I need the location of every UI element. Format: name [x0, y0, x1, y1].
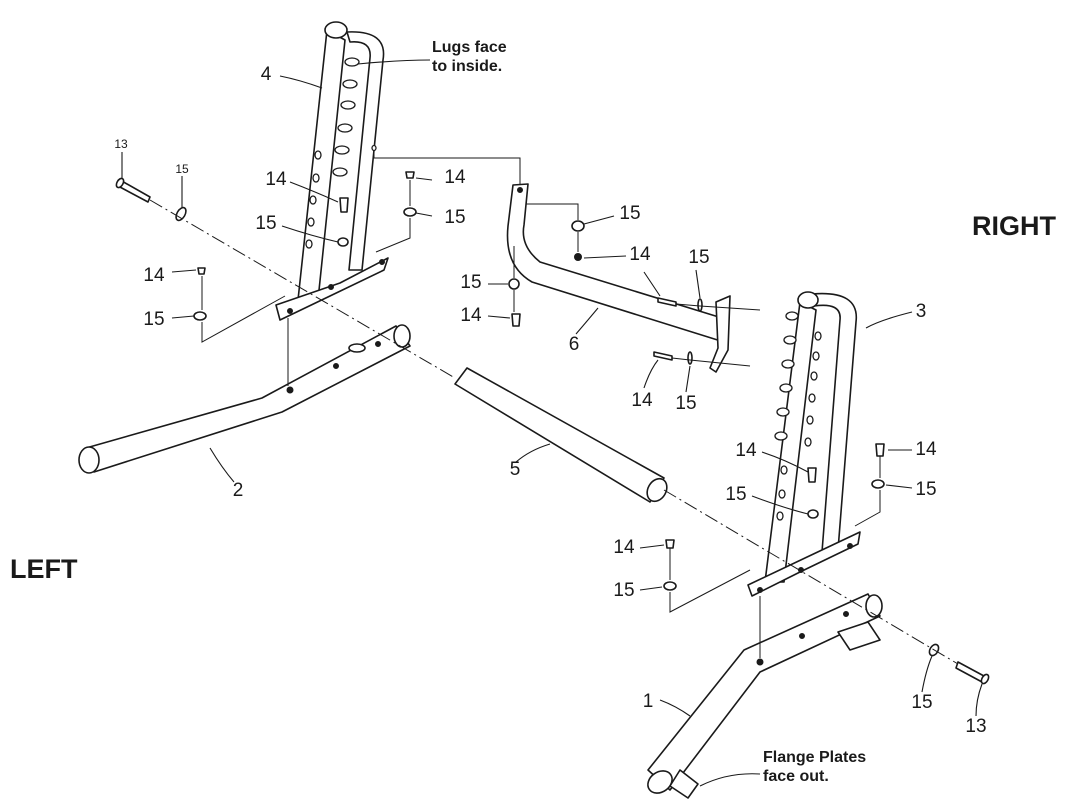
flange-note-line-2: face out.: [763, 768, 829, 785]
callout-part-1: 1: [642, 691, 654, 712]
callout-part-5: 5: [509, 459, 521, 480]
holes: [757, 331, 853, 593]
callout-part-3: 3: [915, 301, 927, 322]
lugs: [774, 311, 799, 441]
callout-screw-14-c: 14: [143, 265, 165, 286]
holes: [287, 144, 385, 314]
callout-washer-15-k: 15: [613, 580, 635, 601]
lugs-note-line-2: to inside.: [432, 58, 503, 75]
callout-washer-15-h: 15: [675, 393, 697, 414]
assembly-lines: [149, 152, 959, 665]
callout-screw-14-a: 14: [265, 169, 287, 190]
lugs: [332, 57, 360, 177]
part-1-right-base: [647, 593, 883, 799]
left-side-label: LEFT: [10, 554, 78, 584]
part-2-left-base: [78, 324, 411, 474]
callout-screw-14-b: 14: [444, 167, 466, 188]
callout-washer-15-i: 15: [725, 484, 747, 505]
callout-washer-15-a: 15: [175, 162, 189, 176]
callout-washer-15-l: 15: [911, 692, 933, 713]
callout-washer-15-c: 15: [255, 213, 277, 234]
callout-part-4: 4: [260, 64, 272, 85]
callout-screw-14-h: 14: [915, 439, 937, 460]
part-3-right-upright: [747, 291, 861, 597]
lugs-note: Lugs face to inside.: [432, 38, 507, 76]
part-5-cross-tube: [454, 367, 668, 503]
right-side-label: RIGHT: [972, 211, 1056, 241]
flange-note-line-1: Flange Plates: [763, 749, 867, 766]
callout-part-6: 6: [568, 334, 580, 355]
callout-washer-15-b: 15: [444, 207, 466, 228]
hardware: [115, 171, 990, 685]
callout-screw-14-i: 14: [613, 537, 635, 558]
callout-washer-15-f: 15: [688, 247, 710, 268]
flange-note: Flange Plates face out.: [763, 748, 866, 786]
callout-washer-15-e: 15: [619, 203, 641, 224]
callout-bolt-13-right: 13: [965, 716, 987, 737]
callout-screw-14-e: 14: [460, 305, 482, 326]
callout-part-2: 2: [232, 480, 244, 501]
lugs-note-line-1: Lugs face: [432, 39, 507, 56]
part-4-left-upright: [275, 21, 389, 321]
callout-washer-15-d: 15: [143, 309, 165, 330]
callout-screw-14-d: 14: [629, 244, 651, 265]
callout-washer-15-j: 15: [915, 479, 937, 500]
callout-screw-14-g: 14: [735, 440, 757, 461]
callout-washer-15-g: 15: [460, 272, 482, 293]
leader-lines: [121, 59, 983, 787]
callout-bolt-13-left: 13: [114, 137, 128, 151]
callout-screw-14-f: 14: [631, 390, 653, 411]
